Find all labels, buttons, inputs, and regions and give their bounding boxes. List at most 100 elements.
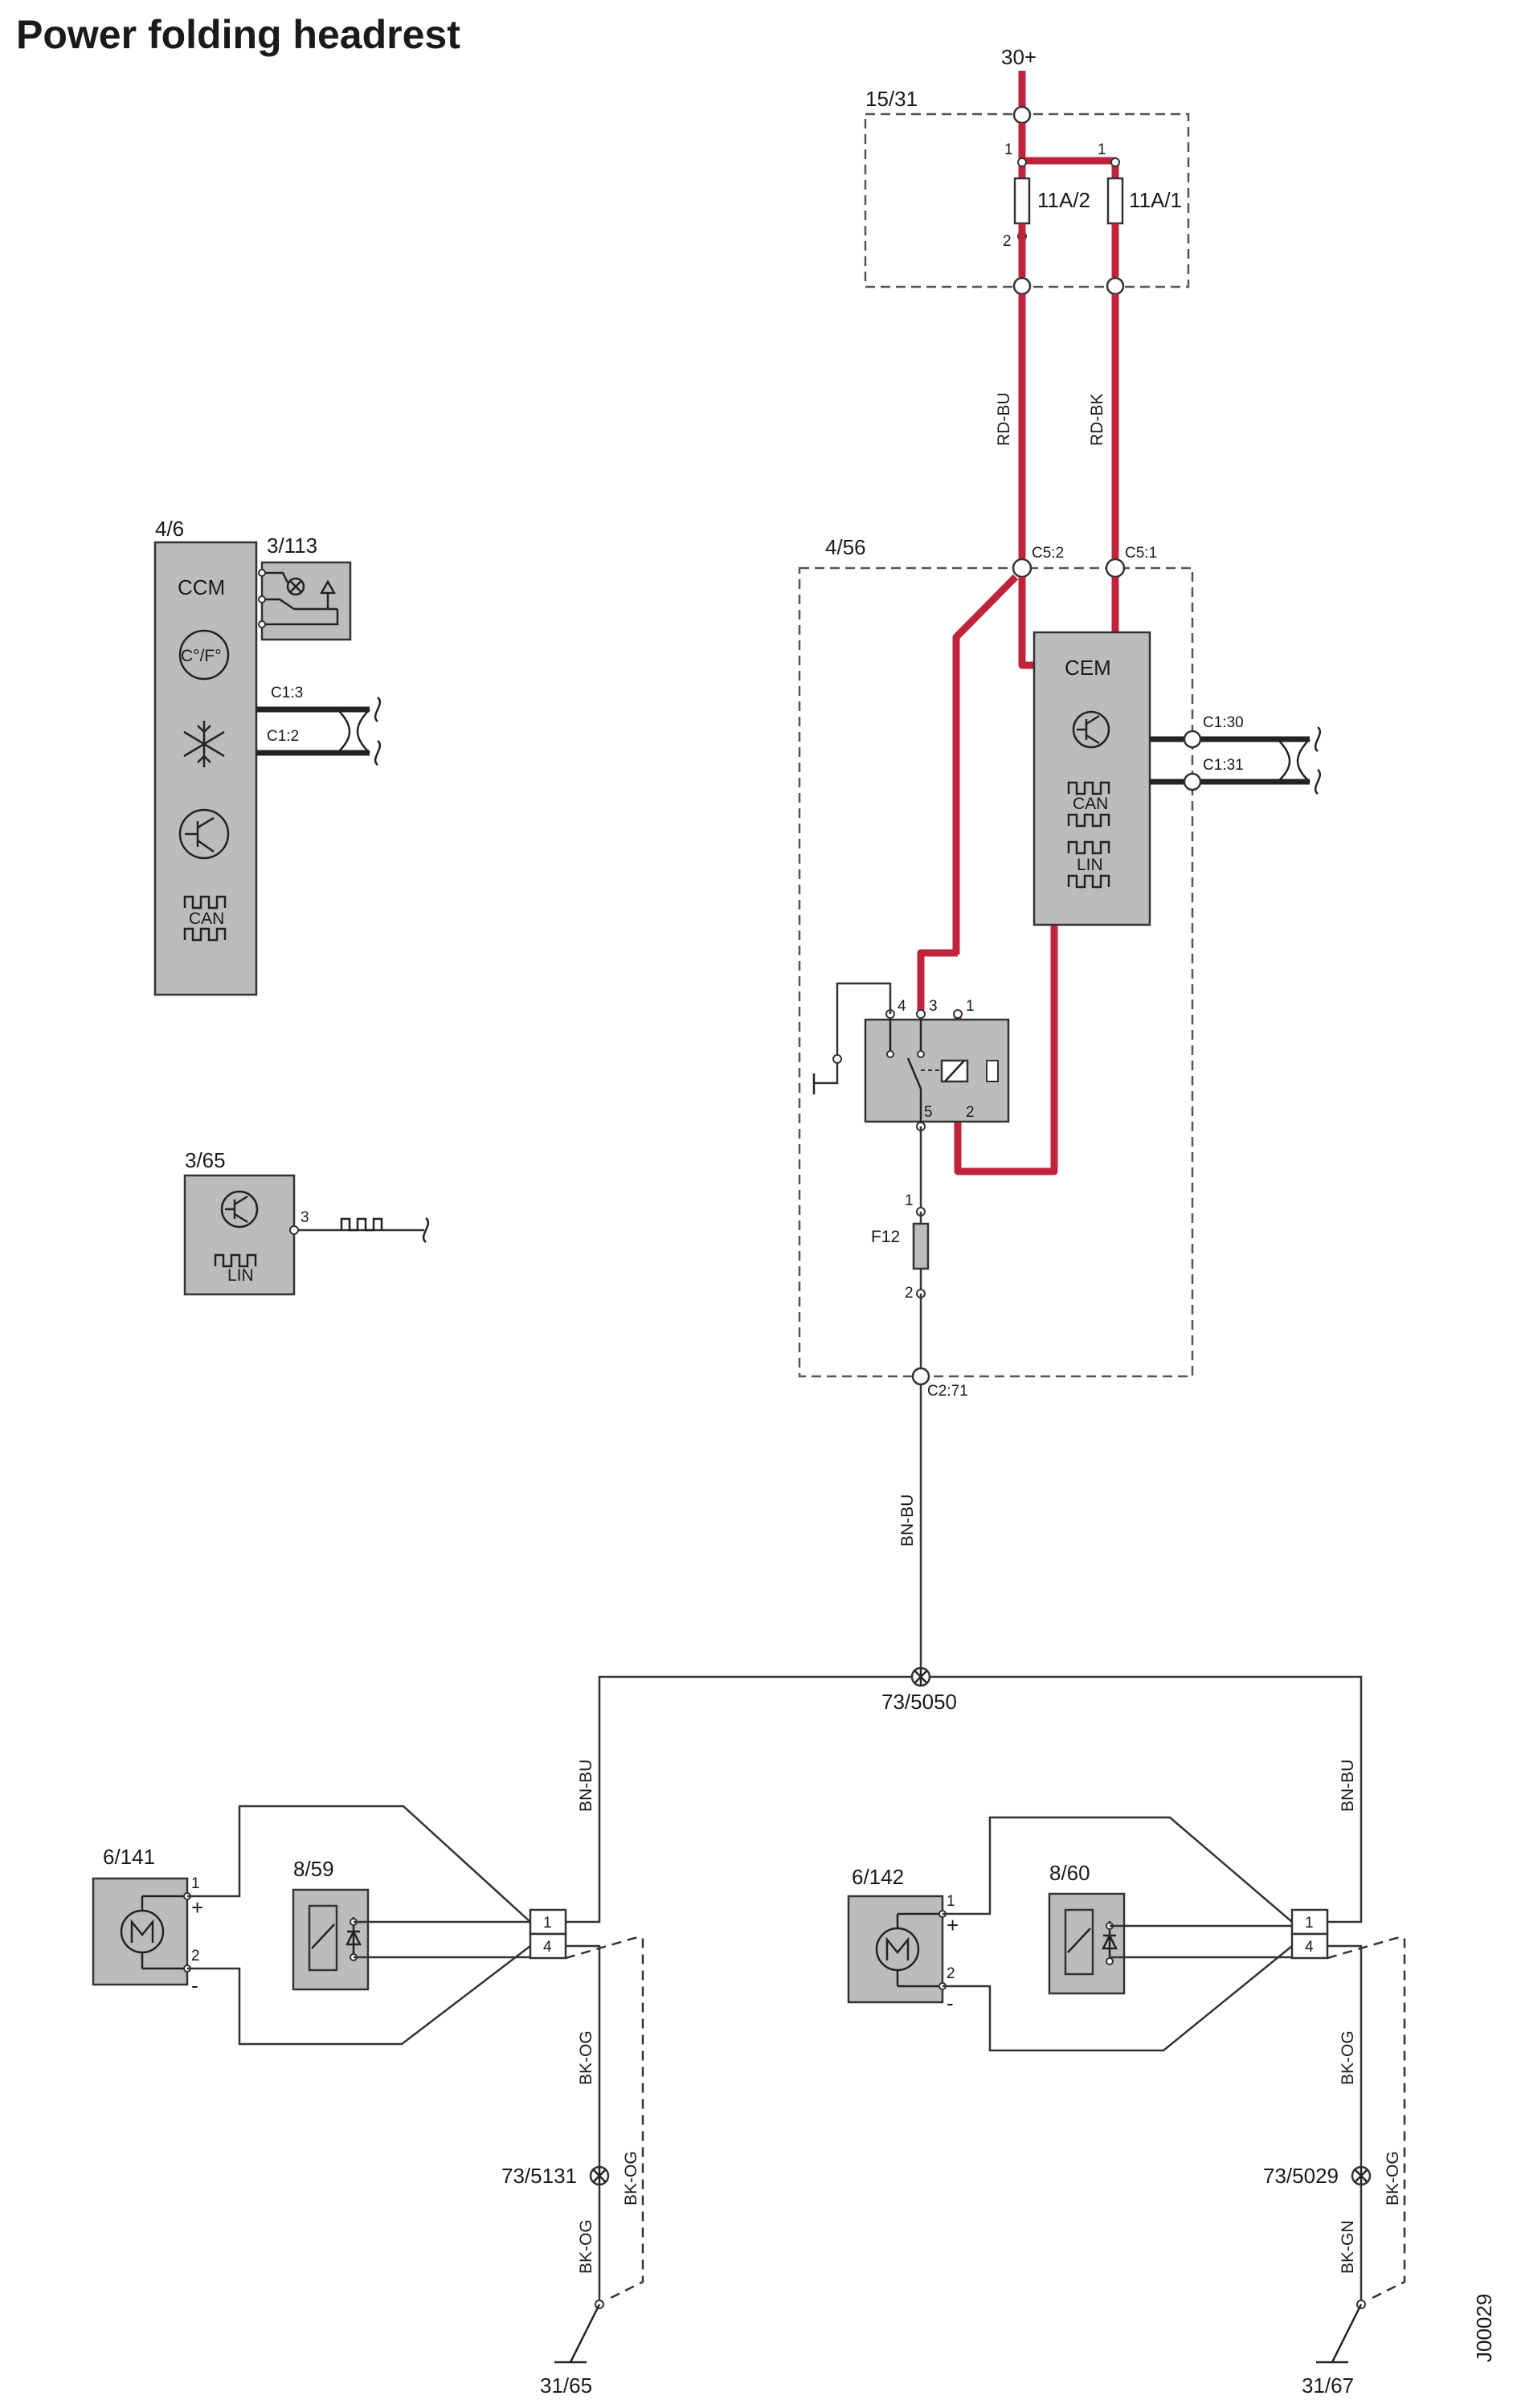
ccm-name: CCM bbox=[178, 575, 225, 599]
module-3-65: 3/65 LIN 3 bbox=[183, 1148, 430, 1296]
svg-text:BK-OG: BK-OG bbox=[622, 2151, 640, 2206]
cem-name: CEM bbox=[1065, 656, 1111, 680]
shield-wire-left bbox=[565, 1936, 644, 2300]
svg-text:C2:71: C2:71 bbox=[927, 1383, 968, 1400]
module-3-65-id: 3/65 bbox=[185, 1148, 226, 1172]
svg-text:C5:1: C5:1 bbox=[1125, 545, 1157, 562]
svg-text:2: 2 bbox=[191, 1948, 200, 1964]
fuse-11a1-label: 11A/1 bbox=[1129, 188, 1182, 212]
relay-resistor-icon bbox=[986, 1060, 999, 1082]
left-switch-id: 8/59 bbox=[293, 1857, 334, 1881]
svg-text:2: 2 bbox=[905, 1285, 914, 1302]
right-motor-id: 6/142 bbox=[852, 1865, 904, 1889]
right-connector-pin1 bbox=[1290, 1908, 1329, 1936]
transistor-icon bbox=[1072, 710, 1110, 749]
cem-unit-outline bbox=[798, 566, 1194, 1378]
svg-text:1: 1 bbox=[947, 1893, 955, 1910]
svg-text:CAN: CAN bbox=[189, 910, 224, 928]
lin-signal-icon bbox=[1067, 840, 1110, 855]
connector-c5-2 bbox=[1012, 558, 1032, 578]
fuse-busbar bbox=[1018, 123, 1119, 178]
fuse-box: 30+ 15/31 1 1 11A/2 11A/1 2 bbox=[864, 45, 1190, 296]
svg-text:-: - bbox=[947, 1991, 954, 2015]
svg-text:C5:2: C5:2 bbox=[1032, 545, 1064, 562]
svg-text:1: 1 bbox=[1098, 141, 1106, 158]
left-switch-relay-icon bbox=[308, 1904, 338, 1972]
fuse-f12 bbox=[912, 1222, 930, 1270]
svg-text:2: 2 bbox=[947, 1965, 955, 1982]
svg-text:1: 1 bbox=[191, 1875, 200, 1892]
svg-text:BK-OG: BK-OG bbox=[1339, 2030, 1357, 2085]
wire-to-relay-contact bbox=[952, 574, 1019, 955]
module-3-65-box bbox=[183, 1174, 296, 1296]
lin-signal-icon bbox=[214, 1253, 257, 1268]
svg-text:BK-OG: BK-OG bbox=[1384, 2151, 1402, 2206]
svg-text:1: 1 bbox=[543, 1915, 552, 1932]
left-motor-id: 6/141 bbox=[103, 1845, 155, 1869]
svg-text:4: 4 bbox=[898, 998, 906, 1015]
can-signal-icon bbox=[1067, 781, 1110, 795]
snowflake-icon bbox=[183, 721, 225, 767]
temperature-icon bbox=[178, 629, 230, 681]
switch-3-113-box bbox=[260, 561, 352, 641]
twisted-pair-icon bbox=[337, 709, 370, 754]
power-supply-label: 30+ bbox=[1001, 45, 1037, 69]
splice-73-5050-label: 73/5050 bbox=[881, 1690, 957, 1714]
svg-text:4: 4 bbox=[1305, 1939, 1314, 1956]
svg-text:BK-OG: BK-OG bbox=[577, 2030, 595, 2085]
svg-text:C1:2: C1:2 bbox=[267, 728, 299, 745]
svg-text:C1:30: C1:30 bbox=[1203, 714, 1244, 731]
ground-left-label: 31/65 bbox=[540, 2373, 592, 2398]
wire-rd-bk-label: RD-BK bbox=[1088, 394, 1106, 446]
ccm-unit-id: 4/6 bbox=[155, 517, 184, 541]
fuse-box-id: 15/31 bbox=[865, 87, 918, 111]
relay-coil-icon bbox=[940, 1059, 969, 1083]
svg-text:3: 3 bbox=[301, 1209, 309, 1226]
wire-bn-bu-label: BN-BU bbox=[898, 1494, 917, 1547]
can-signal-icon bbox=[183, 895, 227, 910]
switch-contact-icon bbox=[265, 598, 337, 611]
splice-73-5131-label: 73/5131 bbox=[501, 2164, 577, 2188]
svg-text:CAN: CAN bbox=[1073, 795, 1108, 813]
ground-right-wire bbox=[1331, 2304, 1363, 2363]
svg-text:1: 1 bbox=[905, 1192, 914, 1209]
fuse-11a2-label: 11A/2 bbox=[1037, 188, 1090, 212]
svg-text:1: 1 bbox=[1305, 1915, 1314, 1932]
svg-text:LIN: LIN bbox=[227, 1266, 254, 1285]
svg-text:BK-OG: BK-OG bbox=[577, 2219, 595, 2274]
wire-bk-og-left bbox=[566, 1944, 601, 2166]
splice-73-5050: 73/5050 BN-BU BN-BU bbox=[577, 1666, 1363, 1916]
fuse-11a1-output-node bbox=[1106, 276, 1125, 296]
fuse-11a2-output-node bbox=[1012, 276, 1032, 296]
svg-text:2: 2 bbox=[1003, 233, 1012, 250]
switch-3-113-id: 3/113 bbox=[267, 534, 317, 558]
connector-c5-1 bbox=[1105, 558, 1126, 578]
svg-text:+: + bbox=[947, 1913, 959, 1937]
svg-text:C°/F°: C°/F° bbox=[181, 647, 222, 665]
transistor-icon bbox=[178, 808, 230, 860]
svg-text:5: 5 bbox=[924, 1104, 933, 1121]
transistor-icon bbox=[220, 1190, 259, 1229]
fuse-11a1 bbox=[1106, 177, 1124, 225]
lamp-icon bbox=[286, 577, 305, 596]
connector-c2-71 bbox=[911, 1367, 930, 1386]
relay-switch-contact bbox=[906, 1057, 922, 1090]
wire-rd-bu-label: RD-BU bbox=[995, 393, 1013, 447]
svg-text:3: 3 bbox=[929, 998, 938, 1015]
svg-text:C1:31: C1:31 bbox=[1203, 757, 1244, 774]
svg-text:LIN: LIN bbox=[1077, 856, 1103, 874]
right-headrest: 6/142 1 + 2 - 8/60 1 4 BK-OG bbox=[847, 1816, 1406, 2398]
ccm-box bbox=[153, 541, 258, 996]
svg-text:-: - bbox=[191, 1973, 198, 1997]
svg-text:+: + bbox=[191, 1895, 203, 1919]
splice-distribution-wire bbox=[598, 1675, 1363, 1916]
svg-text:1: 1 bbox=[966, 998, 975, 1015]
ground-right-label: 31/67 bbox=[1302, 2373, 1354, 2398]
right-switch-relay-icon bbox=[1064, 1908, 1094, 1976]
svg-text:BK-GN: BK-GN bbox=[1339, 2220, 1357, 2274]
shield-wire-right bbox=[1327, 1936, 1406, 2300]
page-title: Power folding headrest bbox=[16, 12, 460, 57]
figure-id: J00029 bbox=[1472, 2294, 1496, 2362]
fuse-box-input-node bbox=[1012, 105, 1032, 125]
